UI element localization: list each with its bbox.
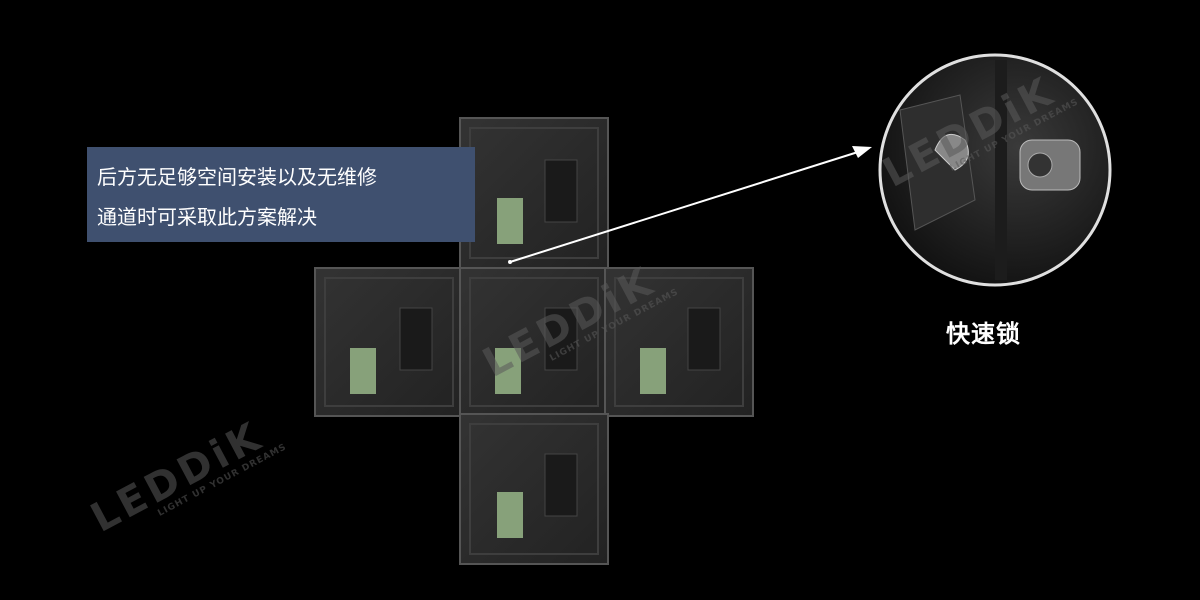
receiving-card-module (497, 198, 523, 244)
callout-line-1: 后方无足够空间安装以及无维修 (97, 165, 377, 189)
cabinet-panel-right (604, 267, 754, 417)
quick-lock-detail (878, 53, 1112, 287)
receiving-card-module (350, 348, 376, 394)
receiving-card-module (640, 348, 666, 394)
cabinet-panel-center (459, 267, 609, 417)
pointer-arrow (508, 146, 872, 264)
callout-line-2: 通道时可采取此方案解决 (97, 205, 317, 229)
cabinet-panel-bottom (459, 413, 609, 565)
description-callout: 后方无足够空间安装以及无维修 通道时可采取此方案解决 (87, 147, 475, 242)
quick-lock-label: 快速锁 (946, 320, 1021, 348)
receiving-card-module (495, 348, 521, 394)
cabinet-panel-top (459, 117, 609, 269)
cabinet-panel-left (314, 267, 464, 417)
receiving-card-module (497, 492, 523, 538)
